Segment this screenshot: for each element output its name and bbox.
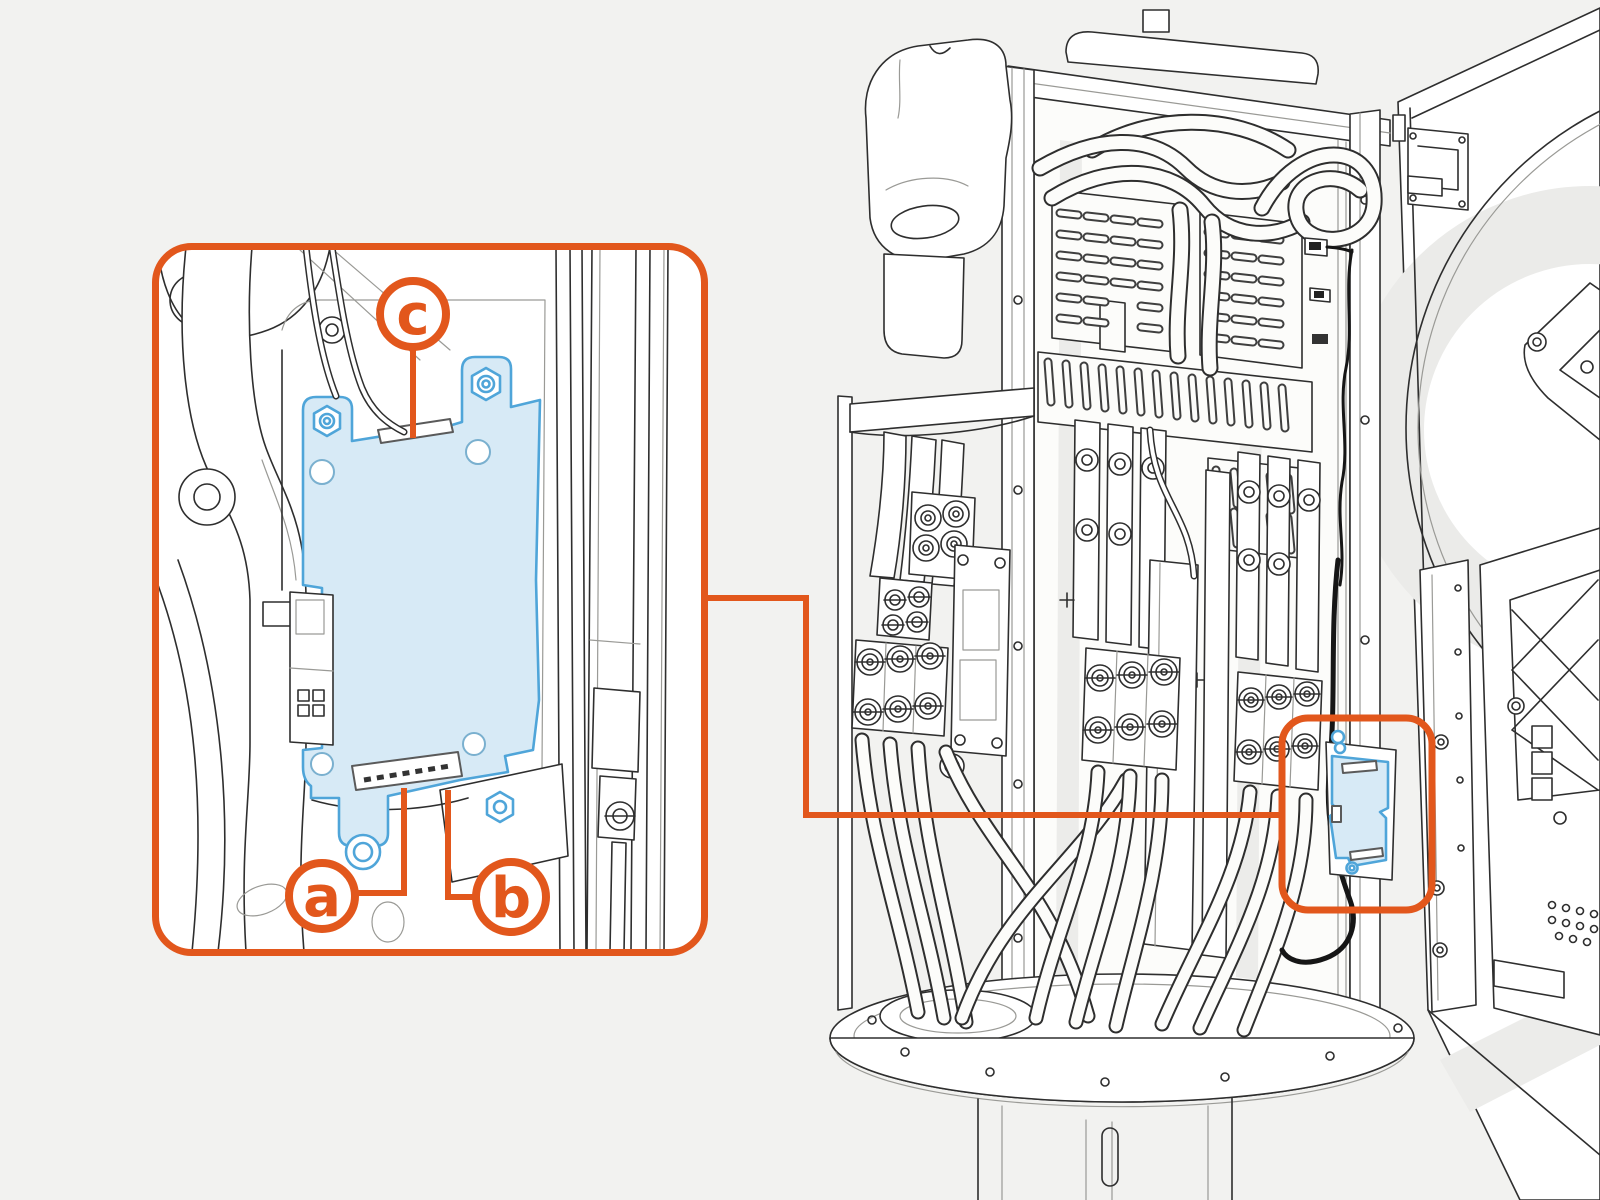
callout-wires xyxy=(281,250,408,591)
marker-b-label: b xyxy=(491,866,531,931)
base-front-rim xyxy=(829,1037,1415,1103)
vent-dot-grid xyxy=(1547,900,1599,947)
marker-b-circle xyxy=(472,858,550,936)
callout-markers: c a b xyxy=(285,277,550,936)
marker-c-label: c xyxy=(396,283,429,348)
board-location-mini xyxy=(1325,729,1397,881)
side-connector-block xyxy=(262,591,334,746)
callout-leader-line xyxy=(704,595,1282,818)
top-cable-loops xyxy=(1031,113,1383,377)
marker-a-leader xyxy=(357,788,407,896)
door-hinge-bracket xyxy=(1392,114,1469,211)
callout-border xyxy=(152,243,708,956)
door-lower-panel xyxy=(1419,527,1600,1036)
terminal-cluster-left xyxy=(851,431,1011,779)
callout-content xyxy=(159,250,701,949)
detail-callout xyxy=(152,243,708,956)
charging-gun-holster xyxy=(837,38,1035,1011)
pedestal xyxy=(977,1097,1233,1200)
marker-b-leader xyxy=(445,790,475,900)
marker-a-label: a xyxy=(303,865,341,930)
cabinet-top-cap xyxy=(1065,31,1319,85)
callout-frame-right xyxy=(555,250,701,949)
callout-hose xyxy=(159,250,451,949)
heat-sink xyxy=(1509,569,1600,801)
highlighted-board-detail xyxy=(262,355,542,871)
marker-a-circle xyxy=(285,859,359,933)
marker-c-circle xyxy=(376,277,450,351)
comms-cable xyxy=(1304,237,1354,587)
callout-backplate-hint xyxy=(281,299,546,771)
fan-hub xyxy=(1523,282,1600,441)
board-highlight-rect xyxy=(1278,714,1436,914)
board-screws xyxy=(312,366,515,871)
main-illustration xyxy=(829,7,1600,1200)
terminal-cluster-mid xyxy=(1081,647,1181,771)
cable-reel-arc xyxy=(1405,110,1600,746)
cabinet-door xyxy=(1346,7,1600,1200)
cable-bundle-and-base xyxy=(829,732,1415,1108)
terminal-cluster-right xyxy=(1233,671,1323,791)
power-module-vent-panels xyxy=(1037,189,1319,561)
